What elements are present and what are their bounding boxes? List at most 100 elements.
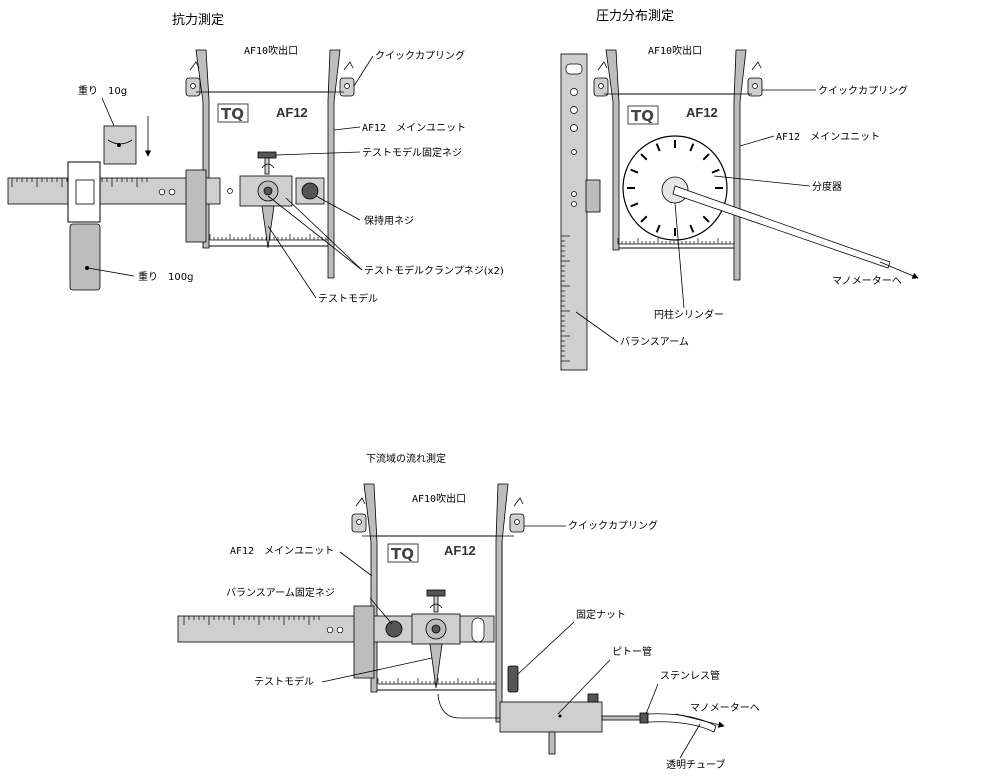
wake-left-coupling-icon <box>351 497 367 533</box>
pressure-balance-arm <box>560 53 588 371</box>
wake-pitot-probe <box>437 693 500 719</box>
wake-arm-slot <box>471 617 485 643</box>
drag-fix-screw[interactable] <box>257 151 277 159</box>
arm-hole <box>571 201 577 207</box>
drag-right-post <box>327 49 341 279</box>
drag-slider-window <box>75 179 95 205</box>
scale-tick <box>702 215 710 223</box>
scale-tick <box>689 224 695 233</box>
drag-arm-hole <box>158 188 166 196</box>
manometer-arrow-icon <box>675 713 725 728</box>
manometer-arrow-icon <box>879 261 919 279</box>
wake-arm-mount <box>353 605 375 679</box>
drag-balance-arm <box>7 177 221 205</box>
scale-tick <box>702 153 710 161</box>
drag-coupling-label: クイックカプリング <box>375 49 465 62</box>
drag-hold-screw[interactable] <box>301 182 319 200</box>
drag-clamp-screw-label: テストモデルクランプネジ(x2) <box>364 264 504 277</box>
pressure-protractor-label: 分度器 <box>812 180 842 193</box>
wake-pitot-label: ピトー管 <box>612 645 652 658</box>
wake-arm-screw-label: バランスアーム固定ネジ <box>226 586 335 599</box>
svg-text:TQ: TQ <box>221 105 244 123</box>
wake-fix-screw[interactable] <box>426 589 446 597</box>
pressure-logo: TQ <box>627 105 659 125</box>
wake-fixed-nut[interactable] <box>507 665 519 693</box>
scale-tick <box>711 168 720 174</box>
wake-right-coupling-icon <box>509 497 525 533</box>
wake-model-badge: AF12 <box>444 543 476 558</box>
arm-hole <box>570 106 578 114</box>
wake-arm-hole <box>326 626 334 634</box>
wake-main-unit-label: AF12 メインユニット <box>230 546 334 557</box>
wake-title: 下流域の流れ測定 <box>366 452 446 465</box>
drag-weight-10g-label: 重り 10g <box>78 84 127 97</box>
drag-logo: TQ <box>217 103 249 123</box>
pressure-coupling-label: クイックカプリング <box>818 84 908 97</box>
wake-pitot-stem <box>548 731 556 755</box>
wake-pitot-body <box>499 701 603 733</box>
pressure-title: 圧力分布測定 <box>596 9 674 24</box>
wake-test-model <box>429 643 443 689</box>
pressure-main-unit-label: AF12 メインユニット <box>776 132 880 143</box>
drag-outlet-label: AF10吹出口 <box>244 44 298 57</box>
scale-tick <box>655 224 661 233</box>
scale-tick <box>655 143 661 152</box>
wake-outlet-label: AF10吹出口 <box>412 492 466 505</box>
wake-tube-label: 透明チューブ <box>666 758 725 771</box>
wake-test-model-label: テストモデル <box>254 675 314 688</box>
drag-fix-stem <box>264 157 270 175</box>
drag-test-model <box>261 205 275 249</box>
wake-bottom-scale <box>377 678 496 685</box>
pressure-cylinder-label: 円柱シリンダー <box>654 308 724 321</box>
drag-left-coupling-icon <box>185 61 201 97</box>
drag-weight-100g-label: 重り 100g <box>138 270 193 283</box>
wake-pitot-mark <box>558 714 562 718</box>
drag-panel: 抗力測定 TQ AF12 <box>7 13 504 305</box>
wake-pipe-joint <box>639 712 649 724</box>
drag-arm-mount <box>185 169 207 243</box>
wake-clear-tube <box>647 713 717 733</box>
wake-pitot-cap <box>587 693 599 703</box>
wake-arm-screw[interactable] <box>385 620 403 638</box>
arm-hole <box>570 124 578 132</box>
svg-text:TQ: TQ <box>391 545 414 563</box>
pressure-balance-arm-label: バランスアーム <box>620 336 689 348</box>
wake-stainless-pipe <box>601 715 645 721</box>
wake-right-post <box>495 483 509 723</box>
pressure-arm-mount <box>585 179 601 213</box>
wake-manometer-label: マノメーターへ <box>690 702 760 714</box>
drag-title: 抗力測定 <box>172 13 224 28</box>
wake-stainless-label: ステンレス管 <box>660 669 720 682</box>
pressure-manometer-label: マノメーターへ <box>832 275 902 287</box>
scale-tick <box>630 168 639 174</box>
drag-model-badge: AF12 <box>276 105 308 120</box>
drag-test-model-label: テストモデル <box>318 292 378 305</box>
scale-tick <box>630 202 639 208</box>
pressure-arm-scale <box>561 235 570 362</box>
scale-tick <box>689 143 695 152</box>
drag-main-unit-label: AF12 メインユニット <box>362 123 466 134</box>
drag-weight-100g[interactable] <box>69 223 101 291</box>
pressure-tube <box>672 185 891 269</box>
scale-tick <box>640 153 648 161</box>
wake-panel: 下流域の流れ測定 TQ AF12 <box>177 452 760 771</box>
wake-coupling-label: クイックカプリング <box>568 519 658 532</box>
drag-arm-hole <box>168 188 176 196</box>
arm-hole <box>571 191 577 197</box>
pressure-arm-holes <box>570 88 578 207</box>
wake-logo: TQ <box>387 543 419 563</box>
weight-mark-icon <box>85 266 89 270</box>
wake-arm-hole <box>336 626 344 634</box>
pressure-outlet-label: AF10吹出口 <box>648 44 702 57</box>
pressure-panel: 圧力分布測定 TQ AF12 <box>560 9 919 371</box>
pressure-right-coupling-icon <box>747 61 763 97</box>
svg-text:TQ: TQ <box>631 107 654 125</box>
arm-hole <box>570 88 578 96</box>
pressure-left-coupling-icon <box>593 61 609 97</box>
arm-hole <box>571 149 577 155</box>
drag-right-coupling-icon <box>339 61 355 97</box>
wake-fixed-nut-label: 固定ナット <box>576 608 626 621</box>
pressure-arm-slot <box>565 63 583 75</box>
pressure-model-badge: AF12 <box>686 105 718 120</box>
pressure-left-post <box>605 49 620 251</box>
